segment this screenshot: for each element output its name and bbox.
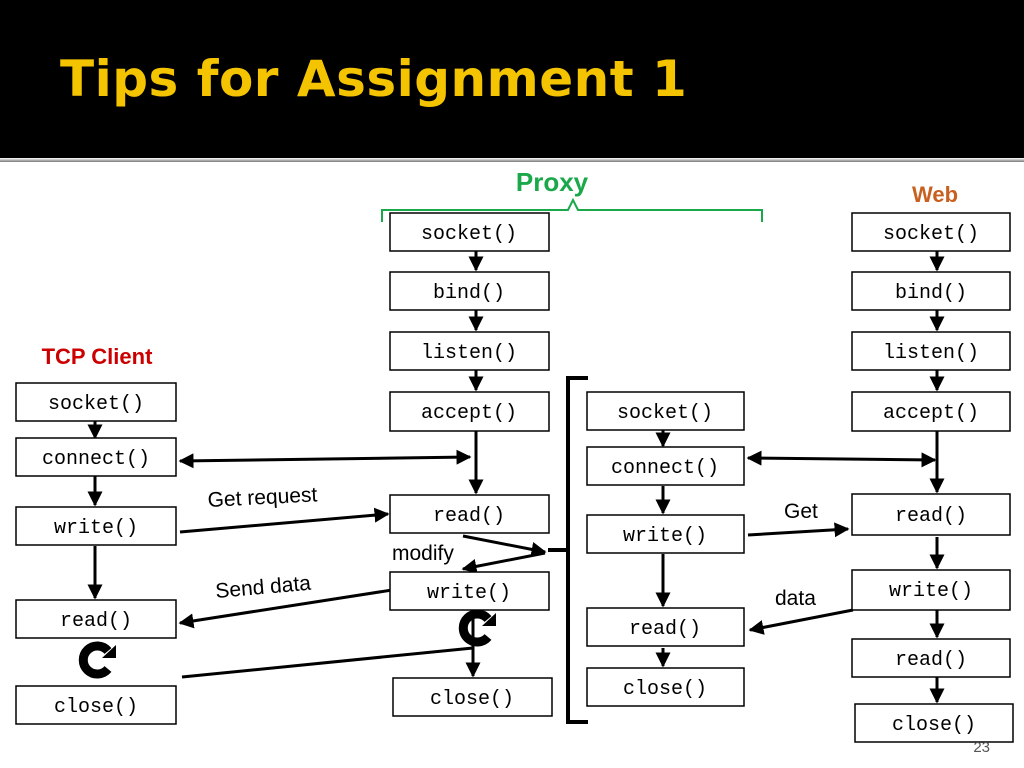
proxy-client-read-box: read() <box>586 607 745 647</box>
web-heading: Web <box>912 182 958 207</box>
proxy-server-call-write: write() <box>427 582 511 605</box>
web-bind-box: bind() <box>851 271 1011 311</box>
tcp-client-call-socket: socket() <box>48 393 144 416</box>
message-arrows <box>178 449 937 679</box>
proxy-client-close-box: close() <box>586 667 745 707</box>
web-close-box: close() <box>854 703 1014 743</box>
proxy-server-write-box: write() <box>389 571 550 611</box>
title-bar: Tips for Assignment 1 <box>0 0 1024 162</box>
proxy-heading: Proxy <box>516 167 589 197</box>
proxy-server-call-read: read() <box>433 505 505 528</box>
label-get: Get <box>784 500 818 523</box>
proxy-client-bracket <box>548 376 588 724</box>
proxy-server-call-socket: socket() <box>421 223 517 246</box>
web-call-bind: bind() <box>895 282 967 305</box>
proxy-client-call-connect: connect() <box>611 457 719 480</box>
web-write-box: write() <box>851 569 1011 611</box>
proxy-server-call-accept: accept() <box>421 402 517 425</box>
label-data: data <box>775 587 816 610</box>
title-divider <box>0 158 1024 162</box>
label-send-data: Send data <box>214 572 312 603</box>
proxy-client-call-socket: socket() <box>617 402 713 425</box>
tcp-client-heading: TCP Client <box>42 344 154 369</box>
flow-arrows <box>87 251 945 704</box>
label-modify: modify <box>392 542 454 565</box>
web-call-listen: listen() <box>883 342 979 365</box>
web-read-box: read() <box>851 493 1011 536</box>
proxy-server-call-listen: listen() <box>421 342 517 365</box>
label-get-request: Get request <box>207 483 318 512</box>
tcp-client-call-close: close() <box>54 696 138 719</box>
tcp-client-write-box: write() <box>15 506 177 546</box>
proxy-client-call-read: read() <box>629 618 701 641</box>
proxy-server-read-box: read() <box>389 494 550 534</box>
proxy-client-call-close: close() <box>623 678 707 701</box>
web-listen-box: listen() <box>851 331 1011 371</box>
slide-title: Tips for Assignment 1 <box>60 50 688 108</box>
tcp-client-call-read: read() <box>60 610 132 633</box>
proxy-client-socket-box: socket() <box>586 391 745 431</box>
web-socket-box: socket() <box>851 212 1011 252</box>
web-call-read-2: read() <box>895 649 967 672</box>
tcp-client-call-connect: connect() <box>42 448 150 471</box>
web-call-write: write() <box>889 580 973 603</box>
web-call-read: read() <box>895 505 967 528</box>
web-call-close: close() <box>892 714 976 737</box>
tcp-client-connect-box: connect() <box>15 437 177 477</box>
web-accept-box: accept() <box>851 391 1011 432</box>
proxy-server-accept-box: accept() <box>389 391 550 432</box>
tcp-client-read-box: read() <box>15 599 177 639</box>
proxy-server-call-close: close() <box>430 688 514 711</box>
loop-icon <box>458 609 496 647</box>
web-call-socket: socket() <box>883 223 979 246</box>
web-call-accept: accept() <box>883 402 979 425</box>
proxy-client-call-write: write() <box>623 525 707 548</box>
proxy-server-bind-box: bind() <box>389 271 550 311</box>
tcp-client-socket-box: socket() <box>15 382 177 422</box>
loop-icon <box>78 641 116 679</box>
proxy-server-socket-box: socket() <box>389 212 550 252</box>
proxy-server-close-box: close() <box>392 677 553 717</box>
proxy-server-call-bind: bind() <box>433 282 505 305</box>
proxy-client-connect-box: connect() <box>586 446 745 486</box>
proxy-brace <box>381 197 763 222</box>
proxy-server-listen-box: listen() <box>389 331 550 371</box>
page-number: 23 <box>973 739 990 756</box>
proxy-client-write-box: write() <box>586 514 745 554</box>
web-read-2-box: read() <box>851 638 1011 678</box>
tcp-client-close-box: close() <box>15 685 177 725</box>
tcp-client-call-write: write() <box>54 517 138 540</box>
